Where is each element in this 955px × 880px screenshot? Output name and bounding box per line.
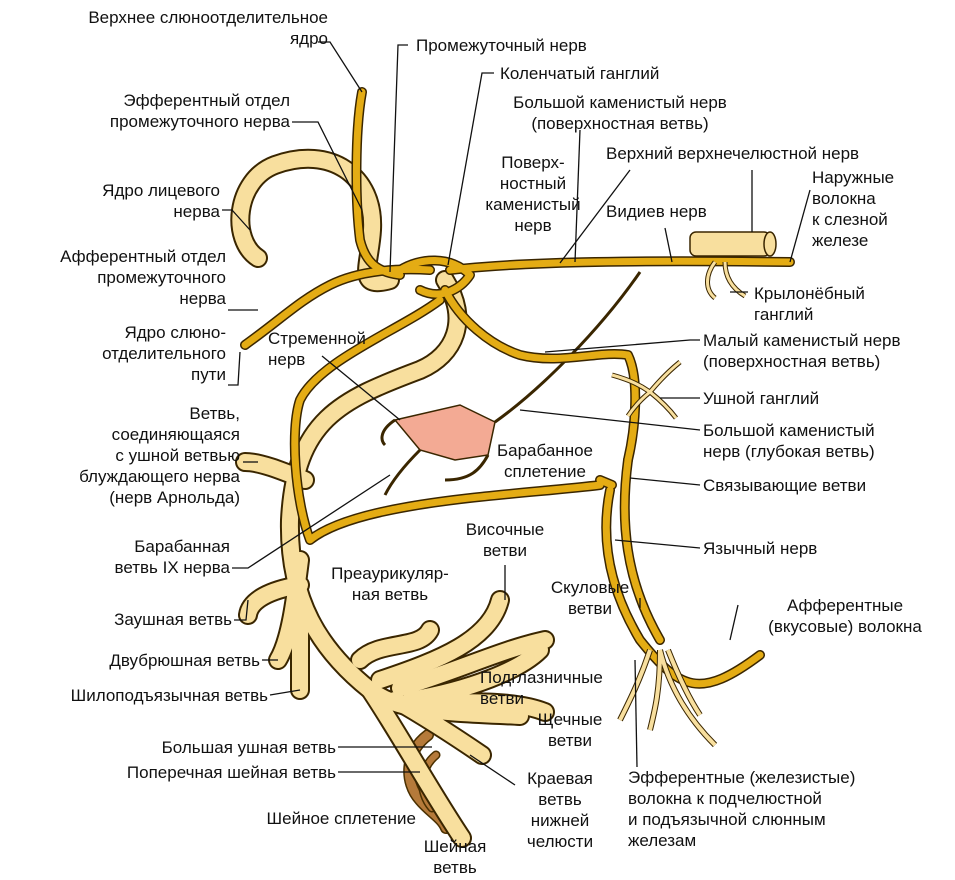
label-transverse-cervical: Поперечная шейная ветвь — [20, 762, 336, 783]
label-intermediate-nerve: Промежуточный нерв — [416, 35, 587, 56]
label-superior-salivatory-nucleus: Верхнее слюноотделительное ядро — [10, 7, 328, 49]
label-stapedius-nerve: Стременной нерв — [268, 328, 366, 370]
label-lesser-petrosal: Малый каменистый нерв (поверхностная вет… — [703, 330, 901, 372]
label-otic-ganglion: Ушной ганглий — [703, 388, 819, 409]
label-cervical-plexus: Шейное сплетение — [200, 808, 416, 829]
label-digastric: Двубрюшная ветвь — [20, 650, 260, 671]
label-facial-nucleus: Ядро лицевого нерва — [40, 180, 220, 222]
label-buccal-branches: Щечные ветви — [535, 709, 605, 751]
label-zygomatic-branches: Скуловые ветви — [540, 577, 640, 619]
label-infraorbital-branches: Подглазничные ветви — [480, 667, 603, 709]
label-temporal-branches: Височные ветви — [450, 519, 560, 561]
label-marginal-mandibular: Краевая ветвь нижней челюсти — [505, 768, 615, 852]
label-greater-petrosal-deep: Большой каменистый нерв (глубокая ветвь) — [703, 420, 875, 462]
label-afferent-taste: Афферентные (вкусовые) волокна — [735, 595, 955, 637]
otic-ganglion-shape — [612, 362, 680, 418]
label-tympanic-plexus: Барабанное сплетение — [485, 440, 605, 482]
label-great-auricular: Большая ушная ветвь — [60, 737, 336, 758]
label-efferent-glandular: Эфферентные (железистые) волокна к подче… — [628, 767, 938, 851]
label-vidian-nerve: Видиев нерв — [606, 201, 707, 222]
label-stylohyoid: Шилоподъязычная ветвь — [0, 685, 268, 706]
label-arnold-branch: Ветвь, соединяющаяся с ушной ветвью блуж… — [20, 403, 240, 508]
label-cervical-branch: Шейная ветвь — [410, 836, 500, 878]
label-posterior-auricular: Заушная ветвь — [40, 609, 232, 630]
label-superficial-petrosal: Поверх- ностный каменистый нерв — [478, 152, 588, 236]
label-greater-petrosal-superficial: Большой каменистый нерв (поверхностная в… — [480, 92, 760, 134]
label-efferent-intermediate: Эфферентный отдел промежуточного нерва — [40, 90, 290, 132]
label-lacrimal-fibers: Наружные волокна к слезной железе — [812, 167, 894, 251]
label-afferent-intermediate: Афферентный отдел промежуточного нерва — [4, 246, 226, 309]
label-pterygopalatine-ganglion: Крылонёбный ганглий — [754, 283, 865, 325]
maxillary-nerve-shape — [690, 232, 776, 256]
label-preauricular-branch: Преаурикуляр- ная ветвь — [310, 563, 470, 605]
label-lingual-nerve: Язычный нерв — [703, 538, 817, 559]
label-communicating-branches: Связывающие ветви — [703, 475, 866, 496]
label-maxillary-nerve: Верхний верхнечелюстной нерв — [606, 143, 859, 164]
label-geniculate-ganglion: Коленчатый ганглий — [500, 63, 659, 84]
label-tympanic-ix: Барабанная ветвь IX нерва — [40, 536, 230, 578]
label-solitary-nucleus: Ядро слюно- отделительного пути — [40, 322, 226, 385]
